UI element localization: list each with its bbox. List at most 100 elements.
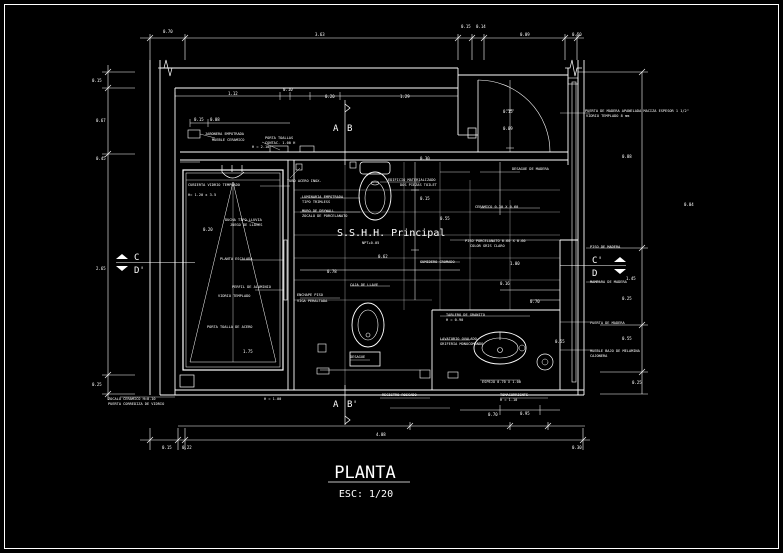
note-18: JUEGO DE LLAVES [230, 223, 262, 227]
dim-left-4: 0.25 [92, 382, 102, 387]
dim-int-6: 0.20 [203, 227, 213, 232]
dim-right-2: 0.55 [622, 336, 632, 341]
dim-int-13: 0.15 [503, 109, 513, 114]
dim-int-2: 0.20 [325, 94, 335, 99]
top-dimension-line [140, 34, 584, 60]
dim-left-1: 0.67 [96, 118, 106, 123]
floor-level-label: NPT+0.05 [362, 241, 379, 245]
washbasin [473, 331, 554, 371]
dim-int-15: 0.16 [500, 281, 510, 286]
note-31: GRIFERIA MONOCOMANDO [440, 342, 483, 346]
dim-left-0: 0.15 [92, 78, 102, 83]
section-marker-cd-right: C' D [560, 256, 626, 279]
note-21: COLOR GRIS CLARO [470, 244, 505, 248]
dim-top-1: 3.63 [315, 32, 325, 37]
svg-text:D: D [592, 269, 597, 279]
section-marker-cd-left: C D' [116, 253, 195, 276]
dim-right-1: 0.25 [622, 296, 632, 301]
note-9: EDIFICIO MATERIALIZADO [388, 178, 436, 182]
dim-int-24: 0.30 [420, 156, 430, 161]
note-19: CERAMICO 0.30 X 0.60 [475, 205, 518, 209]
dim-int-11: 0.70 [530, 299, 540, 304]
svg-text:C: C [134, 253, 139, 263]
room-label: S.S.H.H. Principal [337, 228, 445, 239]
note-15: MURO DE DRYWALL [302, 209, 334, 213]
dim-top-0: 0.70 [163, 29, 173, 34]
toilet-bottom [349, 302, 385, 367]
note-12: H = 2.10 [252, 145, 269, 149]
dim-int-17: 0.55 [555, 339, 565, 344]
note-24: ENCHAPE PISO [297, 293, 323, 297]
note-38: PUERTA DE MADERA [590, 321, 625, 325]
dim-int-25: 1.45 [626, 276, 636, 281]
note-44: DESAGUE [350, 355, 365, 359]
dim-int-9: 0.55 [440, 216, 450, 221]
dim-right-0: 0.88 [622, 154, 632, 159]
note-43: H = 1.00 [264, 397, 281, 401]
note-46: PUERTA CORREDIZA DE VIDRIO [108, 402, 164, 406]
note-11: DESAGUE DE MADERA [512, 167, 550, 171]
right-dimension-line [578, 68, 648, 395]
shower-area [179, 161, 284, 388]
note-37: MAMPARA DE MADERA [590, 280, 628, 284]
note-40: MUEBLE BAJO DE MELAMINA [590, 349, 641, 353]
note-27: CAJA DE LLAVE [350, 283, 378, 287]
toilet-top [358, 161, 392, 221]
note-34: H = 1.10 [500, 398, 517, 402]
dim-top-3: 0.14 [476, 24, 486, 29]
note-22: VIDRIO TEMPLADO [218, 294, 250, 298]
bottom-dimension-line [140, 422, 590, 450]
dim-int-23: 0.04 [684, 202, 694, 207]
dim-int-10: 0.62 [378, 254, 388, 259]
note-32: ESPEJO 0.70 X 1.00 [482, 380, 521, 384]
svg-text:B: B [347, 124, 352, 134]
note-8: PLANTA ESCALADA [220, 257, 253, 261]
dim-int-3: 1.29 [400, 94, 410, 99]
svg-text:A: A [333, 124, 339, 134]
note-30: LAVATORIO OVALADO [440, 337, 477, 341]
dim-int-7: 0.78 [327, 269, 337, 274]
break-mark-right [565, 59, 582, 77]
dim-int-0: 1.12 [228, 91, 238, 96]
dim-int-8: 0.15 [420, 196, 430, 201]
section-marker-ab-bottom: A B' [333, 385, 358, 425]
dim-bottom-2: 0.22 [182, 445, 192, 450]
svg-text:B': B' [347, 400, 358, 410]
door-swing [458, 79, 551, 153]
dim-int-14: 1.00 [510, 261, 520, 266]
note-7: H= 1.20 x 3.5 [188, 193, 216, 197]
section-marker-ab-top: A B [333, 100, 352, 165]
break-mark-left [158, 59, 180, 77]
note-10: DOS PIEZAS TOILET [400, 183, 438, 187]
dim-int-16: 0.95 [520, 411, 530, 416]
dim-right-3: 0.25 [632, 380, 642, 385]
note-1: TUBO ACERO INOX. [287, 179, 322, 183]
svg-text:D': D' [134, 266, 145, 276]
note-3: CONTAC. 1.00 H [265, 141, 295, 145]
note-16: ZOCALO DE PORCELANATO [302, 214, 347, 218]
note-25: SUMIDERO CROMADO [420, 260, 455, 264]
note-14: TIPO TRIMLESS [302, 200, 330, 204]
note-28: TABLERO DE GRANITO [446, 313, 485, 317]
dim-top-5: 0.50 [572, 32, 582, 37]
dim-bottom-0: 4.08 [376, 432, 386, 437]
note-36: PISO DE MADERA [590, 245, 621, 249]
note-29: H = 0.90 [446, 318, 463, 322]
shower-glass [283, 239, 288, 301]
note-4: JABONERA EMPOTRADA [205, 132, 245, 136]
niche-fixtures [187, 129, 459, 379]
svg-text:C': C' [592, 256, 603, 266]
svg-text:A: A [333, 400, 339, 410]
note-39: VIDRIO TEMPLADO 8 mm [586, 114, 629, 118]
dim-bottom-1: 0.15 [162, 445, 172, 450]
note-35: REGISTRO ROSCADO [382, 393, 417, 397]
dim-left-2: 0.45 [96, 156, 106, 161]
walls [149, 60, 585, 396]
note-5: MUEBLE CERAMICO [212, 138, 244, 142]
left-dimension-line [102, 65, 135, 400]
dim-int-19: 1.75 [243, 349, 253, 354]
note-26: VIGA PERALTADA [297, 299, 328, 303]
sheet-border [4, 4, 779, 549]
dim-int-4: 0.15 [194, 117, 204, 122]
dim-int-12: 0.09 [503, 126, 513, 131]
